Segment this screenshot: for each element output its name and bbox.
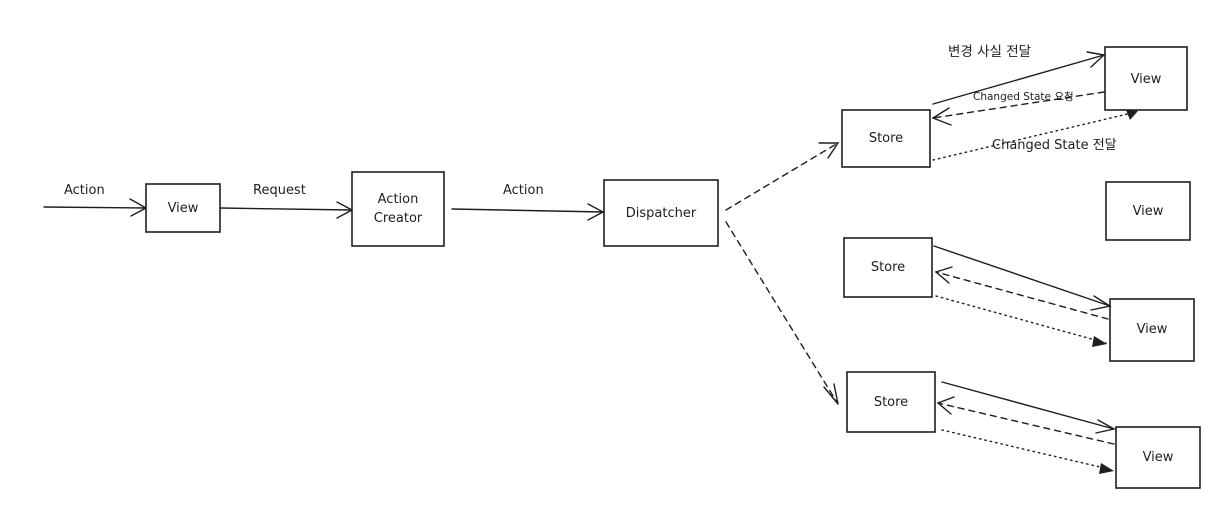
edge-label-changed-state-request: Changed State 요청 <box>973 91 1074 103</box>
node-dispatcher-label: Dispatcher <box>626 206 697 221</box>
edge-label-change-notify: 변경 사실 전달 <box>948 44 1031 60</box>
edge-view-top-request-state <box>931 91 1105 126</box>
edge-label-changed-state-deliver: Changed State 전달 <box>992 138 1117 153</box>
edge-user-action <box>43 198 148 217</box>
node-view-top: View <box>1104 46 1188 111</box>
node-action-creator-label-2: Creator <box>374 211 423 226</box>
node-view-standalone-label: View <box>1133 204 1164 219</box>
node-action-creator-label-1: Action <box>378 192 419 207</box>
node-view-bottom: View <box>1115 426 1201 489</box>
node-view-input-label: View <box>168 201 199 216</box>
node-view-middle: View <box>1109 298 1195 362</box>
edge-view-middle-to-store <box>934 266 1109 320</box>
node-store-top-label: Store <box>869 131 903 146</box>
edge-label-action: Action <box>503 183 544 198</box>
node-view-input: View <box>145 183 221 233</box>
edge-store-top-deliver-state <box>932 110 1138 161</box>
node-view-top-label: View <box>1131 72 1162 87</box>
edge-store-middle-to-view <box>933 245 1112 311</box>
node-store-bottom-label: Store <box>874 395 908 410</box>
edge-request <box>219 201 354 219</box>
node-view-bottom-label: View <box>1143 450 1174 465</box>
node-view-standalone: View <box>1105 181 1191 241</box>
edge-label-user-action: Action <box>64 183 105 198</box>
edge-store-top-to-view-notify <box>932 51 1106 105</box>
node-store-bottom: Store <box>846 371 936 433</box>
edge-store-middle-deliver <box>935 295 1107 347</box>
node-action-creator: Action Creator <box>351 171 445 247</box>
edge-dispatch-store-top <box>725 142 840 211</box>
edge-store-bottom-to-view <box>941 381 1116 434</box>
edge-view-bottom-to-store <box>936 396 1115 445</box>
node-dispatcher: Dispatcher <box>603 179 719 247</box>
node-view-middle-label: View <box>1137 322 1168 337</box>
node-store-top: Store <box>841 109 931 168</box>
edge-dispatch-store-bottom <box>725 221 839 405</box>
node-store-middle: Store <box>843 237 933 298</box>
node-store-middle-label: Store <box>871 260 905 275</box>
edge-action <box>451 203 605 221</box>
edge-label-request: Request <box>253 183 306 198</box>
edge-store-bottom-deliver <box>941 429 1114 474</box>
